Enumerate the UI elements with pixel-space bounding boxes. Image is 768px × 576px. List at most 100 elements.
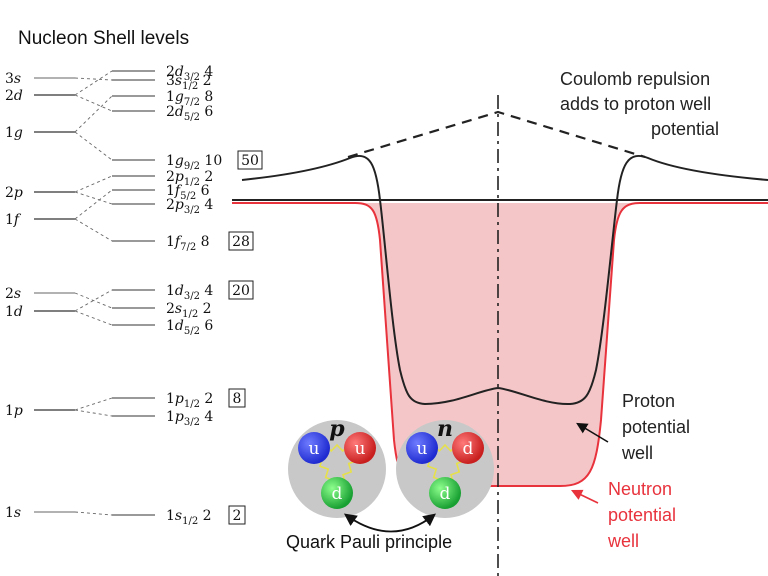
right-level-2d-3-2: 2d3/2 4 bbox=[74, 64, 213, 96]
right-level-label: 1p1/2 2 bbox=[166, 391, 213, 410]
right-level-label: 2d5/2 6 bbox=[166, 104, 213, 123]
left-level-label: 2d bbox=[5, 88, 23, 104]
diagram-title: Nucleon Shell levels bbox=[18, 28, 189, 49]
left-level-label: 3s bbox=[5, 71, 21, 87]
right-level-label: 1g7/2 8 bbox=[166, 89, 213, 108]
quark-label: d bbox=[440, 484, 451, 504]
left-level-label: 2p bbox=[5, 185, 23, 201]
quark-label: d bbox=[332, 484, 343, 504]
right-level-label: 1d3/2 4 bbox=[166, 283, 213, 302]
right-level-1s-1-2: 1s1/2 2 2 bbox=[74, 505, 246, 527]
left-level-2p: 2p bbox=[5, 185, 75, 201]
proton-annotation: Proton potential well bbox=[621, 391, 690, 463]
magic-number: 20 bbox=[232, 283, 250, 299]
right-level-2p-3-2: 2p3/2 4 bbox=[74, 191, 213, 216]
quark-label: u bbox=[355, 439, 366, 459]
split-connector bbox=[74, 191, 113, 205]
right-level-label: 1f7/2 8 bbox=[166, 234, 210, 253]
right-level-1d-5-2: 1d5/2 6 bbox=[74, 310, 213, 337]
split-connector bbox=[74, 70, 113, 96]
magic-number-box bbox=[228, 505, 246, 525]
split-connector bbox=[74, 409, 113, 417]
coulomb-text-3: potential bbox=[651, 119, 719, 139]
quark-u bbox=[344, 432, 376, 464]
left-level-label: 2s bbox=[5, 286, 21, 302]
split-connector bbox=[74, 131, 113, 161]
quark-d bbox=[429, 477, 461, 509]
split-connector bbox=[74, 397, 113, 411]
left-level-1g: 1g bbox=[5, 125, 75, 141]
split-connector bbox=[74, 218, 113, 242]
quark-d bbox=[321, 477, 353, 509]
left-level-1d: 1d bbox=[5, 304, 75, 320]
neutron-text-3: well bbox=[607, 531, 639, 551]
left-level-label: 1g bbox=[5, 125, 23, 141]
quark-d bbox=[452, 432, 484, 464]
magic-number: 8 bbox=[233, 391, 242, 407]
proton-text-3: well bbox=[621, 443, 653, 463]
split-connector bbox=[74, 292, 113, 309]
split-connector bbox=[74, 175, 113, 193]
magic-number: 2 bbox=[233, 508, 242, 524]
magic-number: 50 bbox=[241, 153, 259, 169]
right-level-label: 1p3/2 4 bbox=[166, 409, 213, 428]
right-level-2s-1-2: 2s1/2 2 bbox=[74, 292, 212, 320]
quark-u bbox=[406, 432, 438, 464]
left-level-1p: 1p bbox=[5, 403, 75, 419]
left-level-2s: 2s bbox=[5, 286, 75, 302]
left-level-1f: 1f bbox=[5, 212, 75, 228]
proton-well-curve bbox=[241, 155, 768, 406]
magic-number-box bbox=[228, 231, 254, 251]
right-level-label: 1d5/2 6 bbox=[166, 318, 213, 337]
right-level-label: 3s1/2 2 bbox=[166, 73, 212, 92]
left-level-label: 1p bbox=[5, 403, 23, 419]
right-level-1g-7-2: 1g7/2 8 bbox=[74, 89, 213, 133]
split-connector bbox=[74, 189, 113, 220]
neutron-text-1: Neutron bbox=[608, 479, 672, 499]
right-level-label: 2d3/2 4 bbox=[166, 64, 213, 83]
right-level-label: 2p1/2 2 bbox=[166, 169, 213, 188]
right-level-label: 2p3/2 4 bbox=[166, 197, 213, 216]
coulomb-annotation: Coulomb repulsion adds to proton well po… bbox=[560, 69, 719, 139]
proton-text-2: potential bbox=[622, 417, 690, 437]
neutron-arrow bbox=[570, 489, 599, 504]
coulomb-barrier-dashed bbox=[347, 110, 646, 159]
magic-number-box bbox=[228, 388, 246, 408]
right-level-1g-9-2: 1g9/2 10 50 bbox=[74, 131, 263, 172]
right-level-label: 1s1/2 2 bbox=[166, 508, 212, 527]
proton-text-1: Proton bbox=[622, 391, 675, 411]
neutron-well-curve bbox=[232, 202, 768, 487]
right-level-1p-1-2: 1p1/2 2 8 bbox=[74, 388, 246, 411]
quark-pauli-label: Quark Pauli principle bbox=[286, 532, 452, 552]
neutron-well-fill bbox=[232, 203, 768, 486]
right-level-1d-3-2: 1d3/2 4 20 bbox=[74, 280, 254, 312]
neutron-annotation: Neutron potential well bbox=[607, 479, 676, 551]
left-level-2d: 2d bbox=[5, 88, 75, 104]
right-level-2p-1-2: 2p1/2 2 bbox=[74, 169, 213, 193]
right-level-1p-3-2: 1p3/2 4 bbox=[74, 409, 213, 428]
magic-number-box bbox=[237, 150, 263, 170]
split-connector bbox=[74, 511, 113, 516]
magic-number-box bbox=[228, 280, 254, 300]
right-level-label: 1g9/2 10 bbox=[166, 153, 222, 172]
left-level-label: 1f bbox=[5, 212, 22, 228]
left-level-label: 1s bbox=[5, 505, 21, 521]
magic-number: 28 bbox=[232, 234, 250, 250]
quark-label: u bbox=[309, 439, 320, 459]
nucleon-symbol: n bbox=[437, 416, 453, 442]
pauli-double-arrow bbox=[343, 513, 436, 533]
nucleon-symbol: p bbox=[329, 416, 345, 442]
quark-label: d bbox=[463, 439, 474, 459]
right-level-1f-7-2: 1f7/2 8 28 bbox=[74, 218, 254, 253]
right-level-2d-5-2: 2d5/2 6 bbox=[74, 94, 213, 123]
right-level-label: 2s1/2 2 bbox=[166, 301, 212, 320]
left-level-1s: 1s bbox=[5, 505, 75, 521]
quark-label: u bbox=[417, 439, 428, 459]
right-level-1f-5-2: 1f5/2 6 bbox=[74, 183, 210, 220]
left-level-label: 1d bbox=[5, 304, 23, 320]
quark-u bbox=[298, 432, 330, 464]
